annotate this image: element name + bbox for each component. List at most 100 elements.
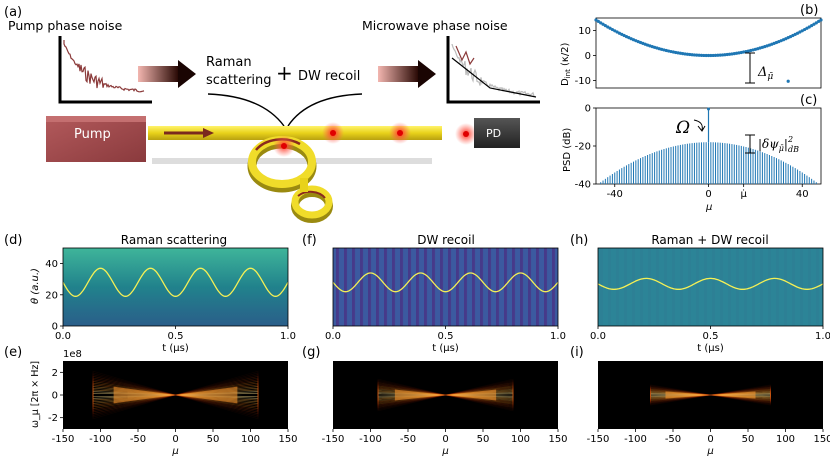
bowtie-xtick: -100: [624, 434, 647, 445]
panel-b-point: [678, 51, 682, 55]
arrow-left-icon: [138, 60, 196, 88]
spectral-lobe: [92, 379, 176, 411]
panel-b-point: [681, 52, 685, 56]
delta-annotation: Δμ̄: [745, 52, 773, 84]
panel-c-xtick: 0: [705, 189, 711, 200]
panel-letter-g: (g): [302, 345, 320, 360]
spectral-lobe: [445, 378, 514, 412]
bowtie-xlabel: μ: [441, 446, 448, 457]
pump-box: Pump: [46, 116, 146, 162]
panel-d-title: Raman scattering: [121, 233, 227, 247]
spectral-lobe: [377, 384, 446, 406]
spectral-lobe: [710, 387, 771, 403]
panel-c-ytick: -40: [575, 180, 591, 191]
spectral-lobe: [650, 384, 711, 406]
panel-b-point: [805, 26, 809, 30]
panel-letter-c: (c): [800, 93, 817, 108]
pd-box: PD: [474, 118, 520, 148]
panel-b-point: [695, 53, 699, 57]
spectral-lobe: [650, 385, 711, 405]
spectral-lobe: [175, 377, 259, 413]
panel-letter-e: (e): [4, 345, 22, 360]
pump-noise-trace: [63, 40, 145, 93]
spectral-lobe: [174, 372, 259, 418]
spectral-lobe: [650, 388, 711, 402]
panel-c-ylabel: PSD (dB): [562, 128, 573, 172]
panel-b-point: [800, 29, 804, 33]
bowtie-xtick: -50: [400, 434, 416, 445]
heatmap-xtick: 1.0: [815, 331, 830, 342]
spectral-core: [445, 389, 497, 401]
heatmap-xtick: 0.0: [55, 331, 71, 342]
spectral-lobe: [445, 382, 514, 408]
spectral-lobe: [650, 387, 711, 403]
panel-c-xtick: 40: [796, 189, 809, 200]
connector-left: [207, 93, 285, 127]
bowtie-xtick: -100: [359, 434, 382, 445]
spectral-core: [113, 386, 176, 404]
spectral-lobe: [92, 377, 176, 413]
panel-b-point: [599, 21, 603, 25]
pump-phase-noise-label: Pump phase noise: [8, 18, 123, 33]
bowtie-xtick: 50: [742, 434, 755, 445]
panel-b-point: [702, 53, 706, 58]
raman-label-line2: scattering: [206, 73, 272, 88]
bowtie-xtick: 150: [278, 434, 297, 445]
bowtie-ytick: 0: [52, 391, 58, 402]
panel-b-point: [608, 26, 612, 30]
heatmap-xtick: 0.0: [325, 331, 341, 342]
spectral-lobe: [445, 386, 514, 404]
bowtie-xtick: 150: [813, 434, 830, 445]
bowtie-xtick: 50: [207, 434, 220, 445]
panel-d-heatmap: [63, 248, 288, 326]
panel-letter-i: (i): [570, 345, 584, 360]
panel-b-point: [688, 52, 692, 57]
panel-b-point: [727, 52, 732, 56]
spectral-core: [665, 391, 711, 399]
spectral-lobe: [174, 370, 259, 420]
panel-f-heatmap: [333, 248, 558, 326]
bowtie-xtick: 100: [241, 434, 260, 445]
panel-i-lobes: [650, 384, 771, 406]
spectral-lobe: [92, 382, 176, 408]
panel-b-ylabel: Dint (κ/2): [560, 42, 572, 86]
microwave-noise-asymptote: [451, 57, 537, 98]
panel-b-point: [720, 53, 725, 57]
heatmap-xtick: 1.0: [280, 331, 296, 342]
panel-c-xlabel: μ: [705, 202, 712, 213]
spectral-lobe: [710, 384, 771, 406]
panel-letter-h: (h): [570, 233, 588, 248]
heatmap-xlabel: t (μs): [432, 343, 459, 354]
panel-b-point: [725, 52, 729, 57]
panel-b-point: [718, 53, 722, 57]
heatmap-ytick: 0: [52, 322, 58, 333]
connector-right: [287, 93, 363, 127]
plus-sign: +: [276, 61, 293, 85]
panel-h-title: Raman + DW recoil: [651, 233, 768, 247]
panel-b-point: [711, 53, 715, 58]
microwave-noise-inset: [446, 36, 540, 104]
bowtie-xtick: 100: [511, 434, 530, 445]
spectral-lobe: [710, 388, 771, 402]
bowtie-xtick: -100: [89, 434, 112, 445]
panel-b-point: [610, 27, 615, 32]
panel-b-ytick: 0: [585, 51, 591, 62]
spectral-lobe: [650, 389, 711, 401]
panel-b-point: [802, 27, 807, 32]
heatmap-xtick: 0.5: [703, 331, 719, 342]
panel-letter-f: (f): [302, 233, 317, 248]
spectral-lobe: [175, 375, 259, 415]
panel-b-ytick: -10: [575, 76, 591, 87]
panel-letter-b: (b): [800, 3, 818, 18]
panel-c-xtick: -40: [607, 189, 623, 200]
spectral-lobe: [710, 385, 771, 405]
spectral-lobe: [650, 388, 711, 402]
omega-label: Ω: [675, 118, 690, 138]
